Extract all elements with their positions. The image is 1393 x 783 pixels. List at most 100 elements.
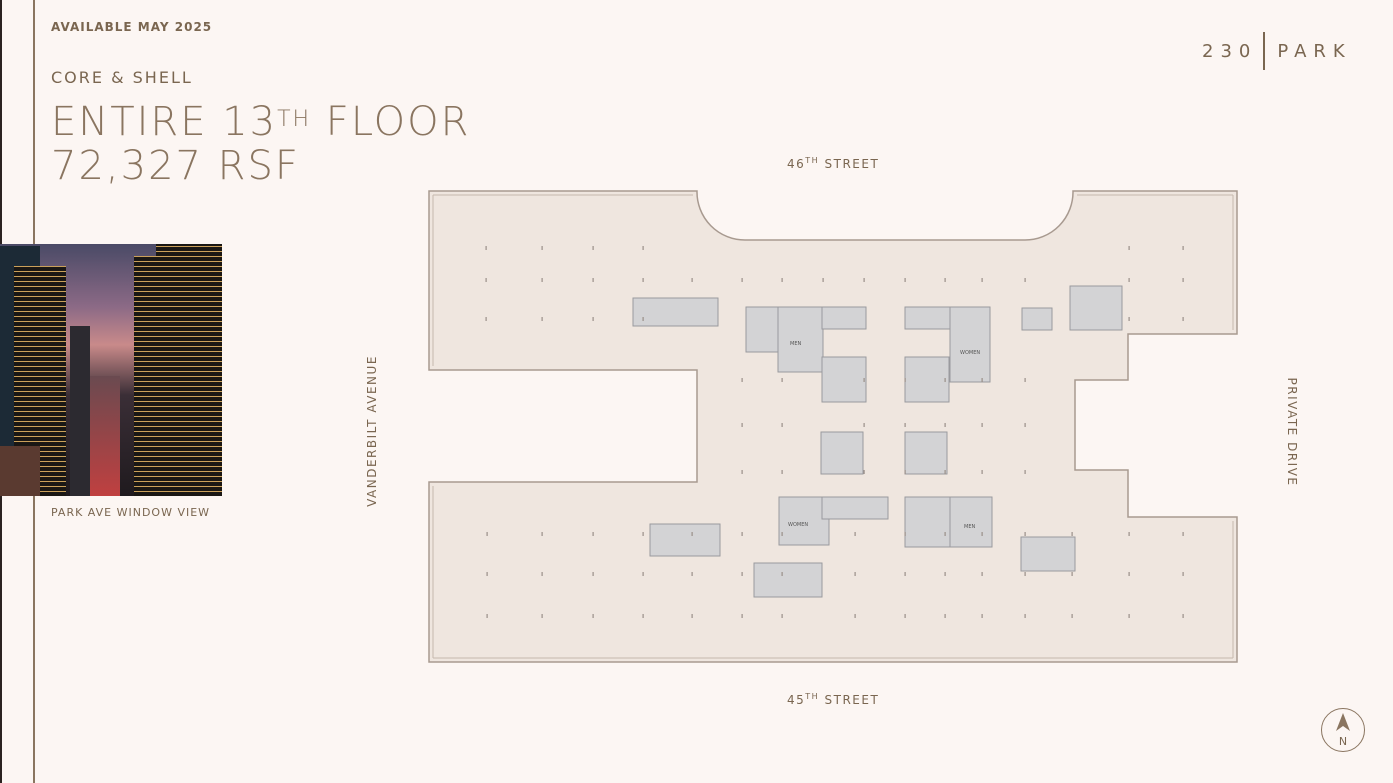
core-room <box>904 431 948 475</box>
column <box>741 532 743 536</box>
core-room <box>753 562 823 598</box>
core-room <box>949 496 993 548</box>
core-room <box>820 431 864 475</box>
street-sup: TH <box>805 692 820 701</box>
column <box>1024 278 1026 282</box>
column <box>822 278 824 282</box>
column <box>741 423 743 427</box>
area: 72,327 RSF <box>51 143 300 189</box>
core-room <box>821 306 867 330</box>
column <box>904 378 906 382</box>
column <box>541 278 543 282</box>
column <box>1182 317 1184 321</box>
column <box>981 423 983 427</box>
column <box>863 470 865 474</box>
column <box>854 572 856 576</box>
column <box>642 572 644 576</box>
core-room <box>778 496 830 546</box>
logo-number: 230 <box>1202 40 1258 62</box>
column <box>541 614 543 618</box>
core-room <box>821 356 867 403</box>
column <box>1128 278 1130 282</box>
column <box>944 470 946 474</box>
column <box>904 423 906 427</box>
column <box>904 572 906 576</box>
street-name: STREET <box>819 157 880 171</box>
restroom-label: MEN <box>964 524 975 530</box>
title-sup: TH <box>277 107 312 132</box>
column <box>944 572 946 576</box>
north-arrow-icon: N <box>1321 708 1365 752</box>
column <box>981 572 983 576</box>
column <box>1024 532 1026 536</box>
core-room <box>904 306 951 330</box>
column <box>541 532 543 536</box>
floor-outline <box>428 190 1238 663</box>
column <box>781 423 783 427</box>
core-room <box>1020 536 1076 572</box>
street-num: 45 <box>787 693 806 707</box>
street-num: 46 <box>787 157 806 171</box>
column <box>1182 572 1184 576</box>
street-south: 45TH STREET <box>787 692 879 707</box>
core-room <box>1069 285 1123 331</box>
column <box>1071 572 1073 576</box>
street-north: 46TH STREET <box>787 156 879 171</box>
column <box>1182 614 1184 618</box>
column <box>541 572 543 576</box>
street-name: STREET <box>819 693 880 707</box>
column <box>1128 614 1130 618</box>
logo-name: PARK <box>1277 40 1352 62</box>
column <box>691 532 693 536</box>
column <box>486 614 488 618</box>
column <box>1128 532 1130 536</box>
column <box>485 317 487 321</box>
column <box>1071 614 1073 618</box>
column <box>642 317 644 321</box>
column <box>592 246 594 250</box>
column <box>741 378 743 382</box>
column <box>1024 423 1026 427</box>
column <box>1182 246 1184 250</box>
column <box>863 378 865 382</box>
column <box>1024 470 1026 474</box>
column <box>1128 572 1130 576</box>
column <box>592 317 594 321</box>
column <box>781 572 783 576</box>
logo-divider <box>1263 32 1266 70</box>
column <box>904 532 906 536</box>
column <box>485 246 487 250</box>
core-room <box>904 356 950 403</box>
core-room <box>1021 307 1053 331</box>
availability: AVAILABLE MAY 2025 <box>51 20 213 34</box>
column <box>781 278 783 282</box>
column <box>592 572 594 576</box>
photo-caption: PARK AVE WINDOW VIEW <box>51 506 211 519</box>
column <box>781 378 783 382</box>
compass-label: N <box>1338 735 1348 748</box>
column <box>781 470 783 474</box>
column <box>1071 532 1073 536</box>
column <box>981 532 983 536</box>
title-floor: ENTIRE 13 <box>51 99 278 145</box>
logo: 230 PARK <box>1202 32 1352 70</box>
column <box>741 572 743 576</box>
column <box>485 278 487 282</box>
column <box>541 317 543 321</box>
page-title: ENTIRE 13TH FLOOR 72,327 RSF <box>51 100 470 188</box>
column <box>981 470 983 474</box>
column <box>741 614 743 618</box>
column <box>741 470 743 474</box>
column <box>1182 532 1184 536</box>
column <box>781 614 783 618</box>
column <box>863 278 865 282</box>
core-room <box>777 306 824 373</box>
column <box>691 614 693 618</box>
column <box>781 532 783 536</box>
column <box>1128 246 1130 250</box>
column <box>854 614 856 618</box>
street-sup: TH <box>805 156 820 165</box>
column <box>642 246 644 250</box>
column <box>981 614 983 618</box>
core-room <box>821 496 889 520</box>
